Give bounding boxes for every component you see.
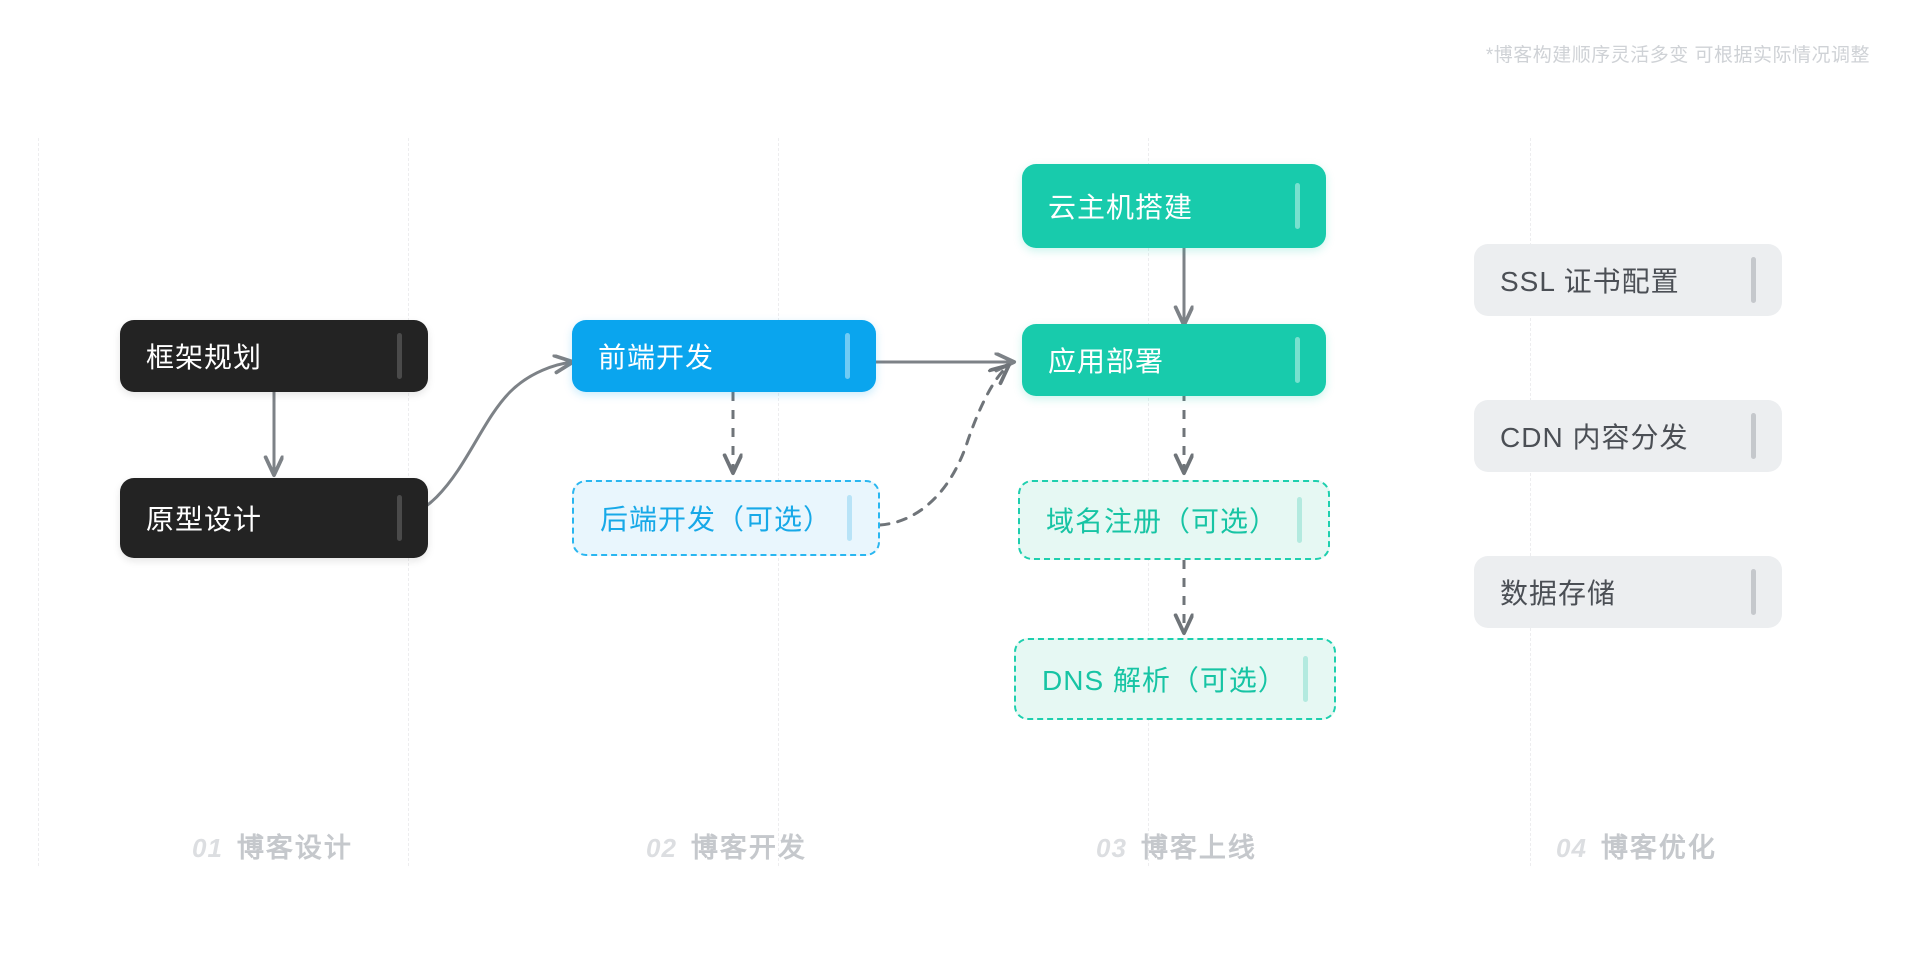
node-cloud-host-setup[interactable]: 云主机搭建 bbox=[1022, 164, 1326, 248]
node-ssl-cert[interactable]: SSL 证书配置 bbox=[1474, 244, 1782, 316]
node-accent-bar bbox=[1295, 337, 1300, 383]
stage-label: 博客设计 bbox=[236, 833, 353, 863]
edge-backend-dev-to-app-deploy bbox=[878, 366, 1008, 527]
stage-number: 01 bbox=[192, 833, 223, 863]
node-frontend-dev[interactable]: 前端开发 bbox=[572, 320, 876, 392]
column-divider-0 bbox=[38, 138, 39, 866]
stage-caption-01: 01 博客设计 bbox=[192, 826, 353, 865]
stage-number: 04 bbox=[1556, 833, 1587, 863]
node-data-storage-label: 数据存储 bbox=[1500, 578, 1617, 609]
node-backend-dev-label: 后端开发（可选） bbox=[600, 504, 833, 535]
stage-caption-04: 04 博客优化 bbox=[1556, 826, 1717, 865]
node-app-deploy[interactable]: 应用部署 bbox=[1022, 324, 1326, 396]
stage-label: 博客优化 bbox=[1600, 833, 1717, 863]
node-accent-bar bbox=[845, 333, 850, 379]
node-cdn-delivery-label: CDN 内容分发 bbox=[1500, 422, 1689, 453]
node-prototype-design[interactable]: 原型设计 bbox=[120, 478, 428, 558]
node-data-storage[interactable]: 数据存储 bbox=[1474, 556, 1782, 628]
node-cloud-host-setup-label: 云主机搭建 bbox=[1048, 192, 1194, 223]
node-cdn-delivery[interactable]: CDN 内容分发 bbox=[1474, 400, 1782, 472]
node-ssl-cert-label: SSL 证书配置 bbox=[1500, 266, 1680, 297]
node-framework-planning-label: 框架规划 bbox=[146, 342, 263, 373]
node-dns-resolve[interactable]: DNS 解析（可选） bbox=[1014, 638, 1336, 720]
stage-label: 博客上线 bbox=[1140, 833, 1257, 863]
node-accent-bar bbox=[1297, 497, 1302, 543]
stage-label: 博客开发 bbox=[690, 833, 807, 863]
node-prototype-design-label: 原型设计 bbox=[146, 504, 263, 535]
node-accent-bar bbox=[397, 495, 402, 541]
node-domain-register[interactable]: 域名注册（可选） bbox=[1018, 480, 1330, 560]
stage-number: 02 bbox=[646, 833, 677, 863]
node-dns-resolve-label: DNS 解析（可选） bbox=[1042, 665, 1287, 696]
node-accent-bar bbox=[1295, 183, 1300, 229]
node-accent-bar bbox=[1303, 656, 1308, 702]
node-backend-dev[interactable]: 后端开发（可选） bbox=[572, 480, 880, 556]
node-accent-bar bbox=[397, 333, 402, 379]
node-accent-bar bbox=[1751, 569, 1756, 615]
node-accent-bar bbox=[847, 495, 852, 541]
node-app-deploy-label: 应用部署 bbox=[1048, 346, 1165, 377]
node-domain-register-label: 域名注册（可选） bbox=[1046, 506, 1279, 537]
node-accent-bar bbox=[1751, 413, 1756, 459]
stage-caption-02: 02 博客开发 bbox=[646, 826, 807, 865]
stage-number: 03 bbox=[1096, 833, 1127, 863]
node-framework-planning[interactable]: 框架规划 bbox=[120, 320, 428, 392]
node-frontend-dev-label: 前端开发 bbox=[598, 342, 715, 373]
footnote-note: *博客构建顺序灵活多变 可根据实际情况调整 bbox=[1485, 45, 1870, 66]
node-accent-bar bbox=[1751, 257, 1756, 303]
stage-caption-03: 03 博客上线 bbox=[1096, 826, 1257, 865]
column-divider-4 bbox=[1530, 138, 1531, 866]
